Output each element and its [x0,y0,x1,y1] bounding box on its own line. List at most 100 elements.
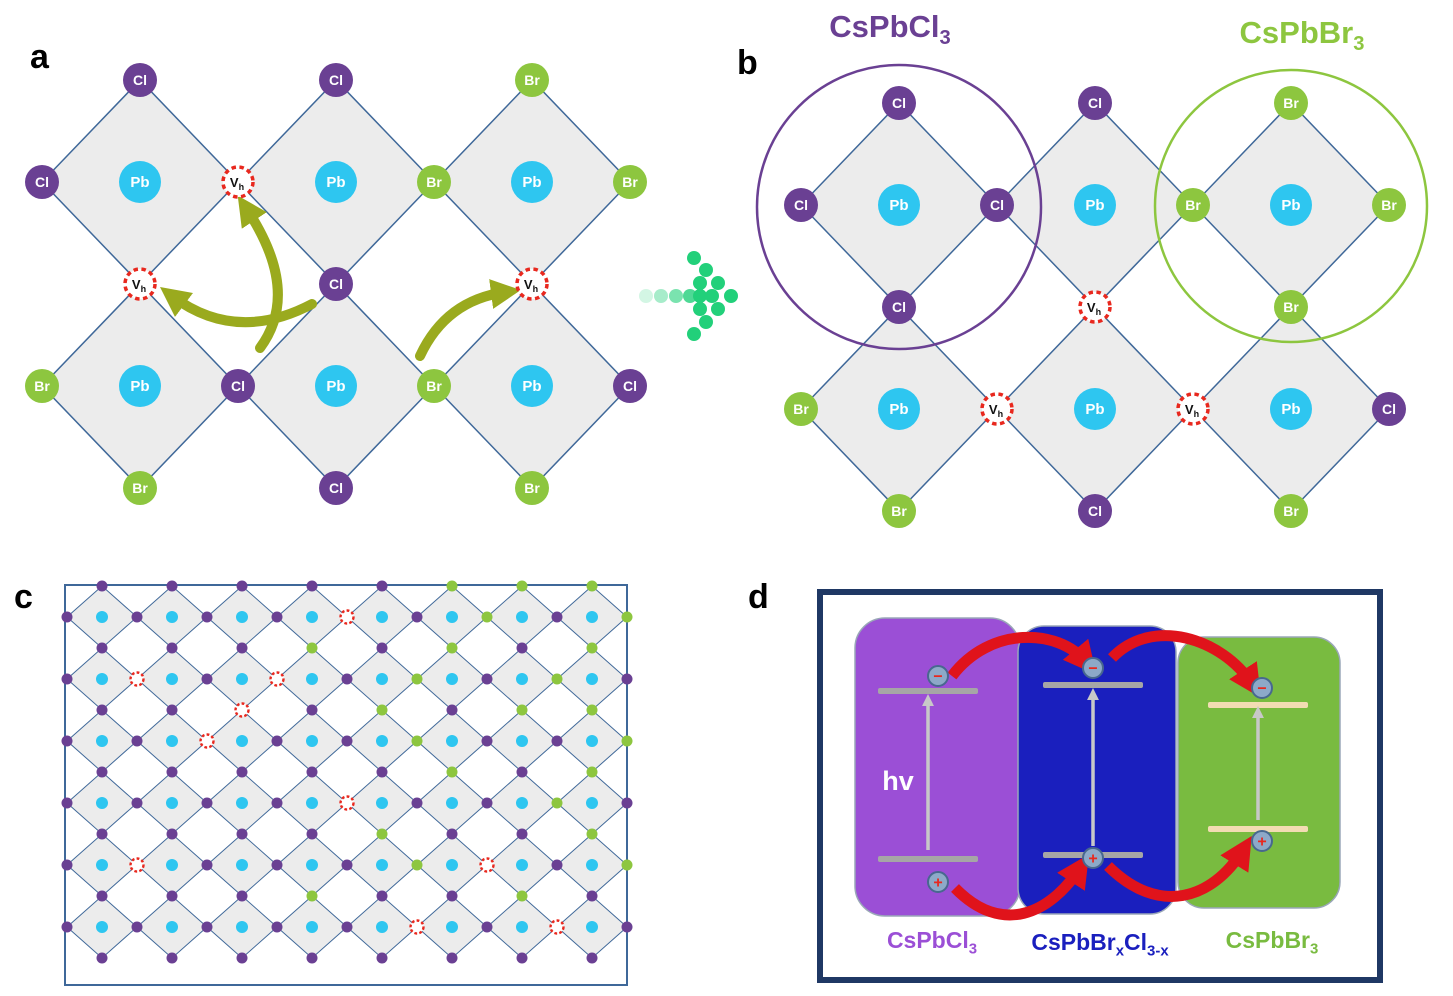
pb-site [586,797,598,809]
pb-site [306,673,318,685]
cl-site [551,735,563,747]
br-atom [613,165,647,199]
cl-atom [882,86,916,120]
vacancy-sub: h [1096,307,1102,317]
br-site [621,735,633,747]
pb-atom-label: Pb [1281,197,1300,214]
transformation-dotted-arrow-icon [639,251,738,341]
pb-atom [1270,388,1312,430]
cl-atom-label: Cl [990,197,1004,213]
cl-site [131,611,143,623]
cl-site [341,673,353,685]
carrier-transfer-arrow [951,854,1090,921]
br-atom-label: Br [426,174,442,190]
energy-level [1043,682,1143,688]
cl-atom-label: Cl [623,378,637,394]
carrier-transfer-arrow [947,631,1097,680]
arrow-dot [687,327,701,341]
cl-atom [1078,86,1112,120]
br-atom-label: Br [622,174,638,190]
cl-site [376,642,388,654]
halide-migration-arrow [237,195,283,353]
arrow-dot [693,302,707,316]
br-site [586,766,598,778]
cl-site [306,704,318,716]
br-site [586,704,598,716]
pb-site [96,611,108,623]
pb-atom [878,184,920,226]
pb-site [236,797,248,809]
cl-site [131,735,143,747]
pb-site [96,735,108,747]
pb-site [166,735,178,747]
cl-atom [784,188,818,222]
cl-site [166,766,178,778]
cl-site [236,952,248,964]
vacancy-site [1176,392,1210,426]
br-atom-label: Br [1381,197,1397,213]
cl-site [306,766,318,778]
cl-site [271,859,283,871]
cl-site [621,673,633,685]
br-site [306,642,318,654]
br-atom [882,494,916,528]
pb-site [166,859,178,871]
br-atom [1176,188,1210,222]
br-site [446,642,458,654]
pb-site [516,735,528,747]
cl-atom [319,267,353,301]
label-cspbbr3: CsPbBr3 [1197,927,1347,958]
pb-site [586,859,598,871]
arrow-dot [639,289,653,303]
pb-site [516,797,528,809]
hv-label: hv [882,766,914,796]
arrow-dot [724,289,738,303]
vacancy-sub: h [533,284,539,294]
formula-fragment: 3 [1353,33,1365,56]
br-atom [417,369,451,403]
panel-a-label: a [30,38,49,76]
title-cspbbr3: CsPbBr3 [1212,15,1392,56]
pb-site [446,921,458,933]
pb-site [586,921,598,933]
hole [1082,847,1104,869]
br-atom [1274,494,1308,528]
vacancy-site [199,733,215,749]
cl-atom [1372,392,1406,426]
cl-site [341,859,353,871]
cl-atom-label: Cl [1088,95,1102,111]
arrow-dot [683,289,697,303]
br-site [411,673,423,685]
br-site [621,611,633,623]
energy-level [878,856,978,862]
label-cspbbrxcl3x: CsPbBrxCl3-x [1010,929,1190,960]
carrier-sign: + [1088,851,1097,868]
br-site [376,828,388,840]
panel-b-label: b [737,44,758,82]
cl-site [61,735,73,747]
pb-site [376,921,388,933]
carrier-sign: − [1088,661,1097,678]
pb-atom-label: Pb [889,197,908,214]
cl-site [96,642,108,654]
cl-site [96,952,108,964]
pb-atom [511,365,553,407]
br-atom [1372,188,1406,222]
cl-atom [980,188,1014,222]
cl-site [446,704,458,716]
arrow-dot [654,289,668,303]
cl-site [166,952,178,964]
cl-site [551,611,563,623]
cl-site [201,673,213,685]
pb-atom [119,365,161,407]
vacancy-site [339,795,355,811]
pb-site [446,797,458,809]
formula-fragment: Cl [1124,929,1148,955]
br-site [481,611,493,623]
cl-site [481,735,493,747]
br-site [306,890,318,902]
cl-site [376,580,388,592]
br-atom [1274,86,1308,120]
br-site [586,828,598,840]
